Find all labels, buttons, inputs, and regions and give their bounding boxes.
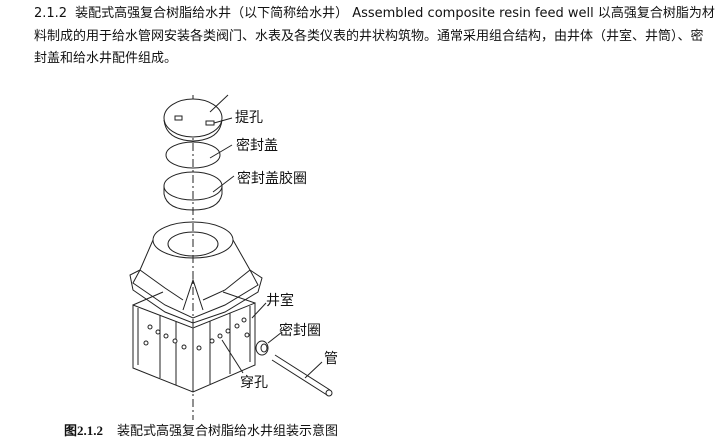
well-dome	[129, 221, 263, 324]
label-pipe: 管	[324, 351, 338, 367]
seal-ring	[255, 340, 269, 356]
label-through-hole: 穿孔	[240, 375, 268, 391]
caption-text: 装配式高强复合树脂给水井组装示意图	[117, 423, 339, 438]
seal-cover	[165, 141, 221, 169]
lid	[163, 98, 223, 142]
label-seal-cover: 密封盖	[236, 137, 278, 154]
caption-number: 图2.1.2	[64, 423, 104, 438]
figure-caption: 图2.1.2 装配式高强复合树脂给水井组装示意图	[64, 420, 338, 439]
section-number: 2.1.2	[34, 6, 68, 21]
seal-cover-gasket	[163, 171, 223, 211]
leader	[209, 94, 229, 113]
definition-text: 装配式高强复合树脂给水井（以下简称给水井） Assembled composit…	[34, 6, 715, 66]
well-chamber	[132, 291, 256, 393]
label-lift-hole: 提孔	[235, 110, 263, 126]
pipe	[271, 354, 333, 397]
label-seal-ring: 密封圈	[279, 322, 321, 339]
label-well-chamber: 井室	[266, 292, 294, 309]
label-seal-cover-gasket: 密封盖胶圈	[237, 170, 307, 187]
